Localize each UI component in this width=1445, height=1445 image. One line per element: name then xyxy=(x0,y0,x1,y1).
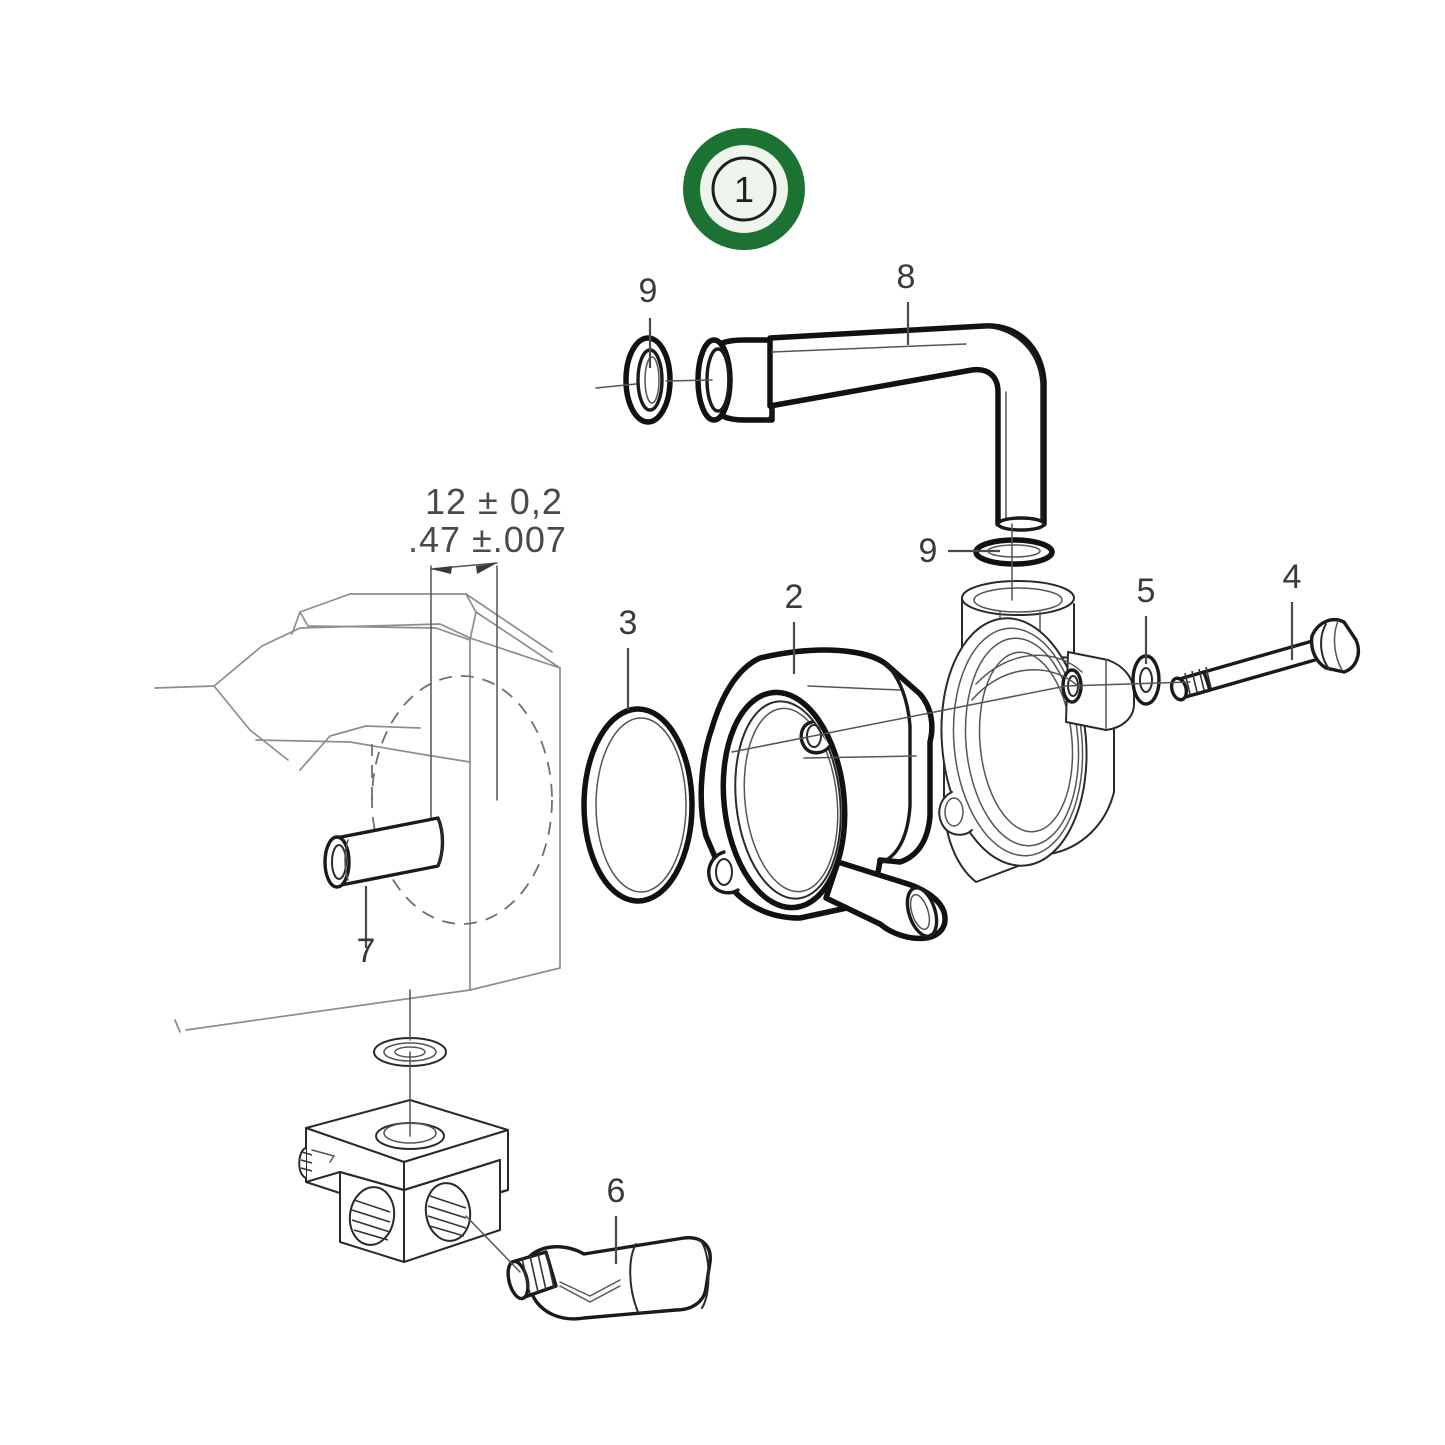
callout-label-9-mid: 9 xyxy=(919,532,938,570)
highlight-number-label: 1 xyxy=(734,169,754,210)
dimension-arrow-right xyxy=(476,563,497,574)
part-3-o-ring xyxy=(581,706,695,904)
dimension-metric-label: 12 ± 0,2 xyxy=(425,481,563,522)
dimension-group xyxy=(430,562,498,831)
callout-label-3: 3 xyxy=(619,604,638,642)
manifold-port-left xyxy=(348,1186,396,1246)
callout-label-2: 2 xyxy=(785,578,804,616)
dimension-imperial-label: .47 ±.007 xyxy=(408,519,567,560)
callout-label-9-top: 9 xyxy=(639,272,658,310)
part-4-hex-head-bolt xyxy=(1169,617,1361,702)
manifold-port-right xyxy=(424,1182,472,1242)
part-9-sealing-ring-top xyxy=(623,335,673,425)
part-6-elbow-fitting xyxy=(506,1236,712,1321)
bolt-thread-hatching xyxy=(1184,666,1212,695)
callout-label-4: 4 xyxy=(1283,558,1302,596)
part-8-bent-pipe xyxy=(695,323,1047,532)
manifold-block xyxy=(298,1037,509,1263)
part-1-pump-body xyxy=(938,580,1135,883)
callout-layer: 9 8 9 5 4 2 3 7 6 xyxy=(357,258,1302,1264)
callout-label-8: 8 xyxy=(897,258,916,296)
callout-label-6: 6 xyxy=(607,1172,626,1210)
callout-label-5: 5 xyxy=(1137,572,1156,610)
engine-block-outline xyxy=(154,593,561,1033)
assembly-centerlines xyxy=(409,379,1191,1273)
part-7-bushing-sleeve xyxy=(323,816,445,889)
elbow-thread-hatching xyxy=(521,1251,555,1295)
highlight-number-circle xyxy=(711,156,777,222)
callout-label-7: 7 xyxy=(357,932,376,970)
manifold-port-side xyxy=(298,1147,335,1179)
dimension-arrow-left xyxy=(431,566,452,574)
selected-part-marker[interactable]: 1 xyxy=(683,128,805,250)
part-2-pump-housing-cover xyxy=(698,647,948,942)
hidden-bore-dashed xyxy=(371,675,553,925)
